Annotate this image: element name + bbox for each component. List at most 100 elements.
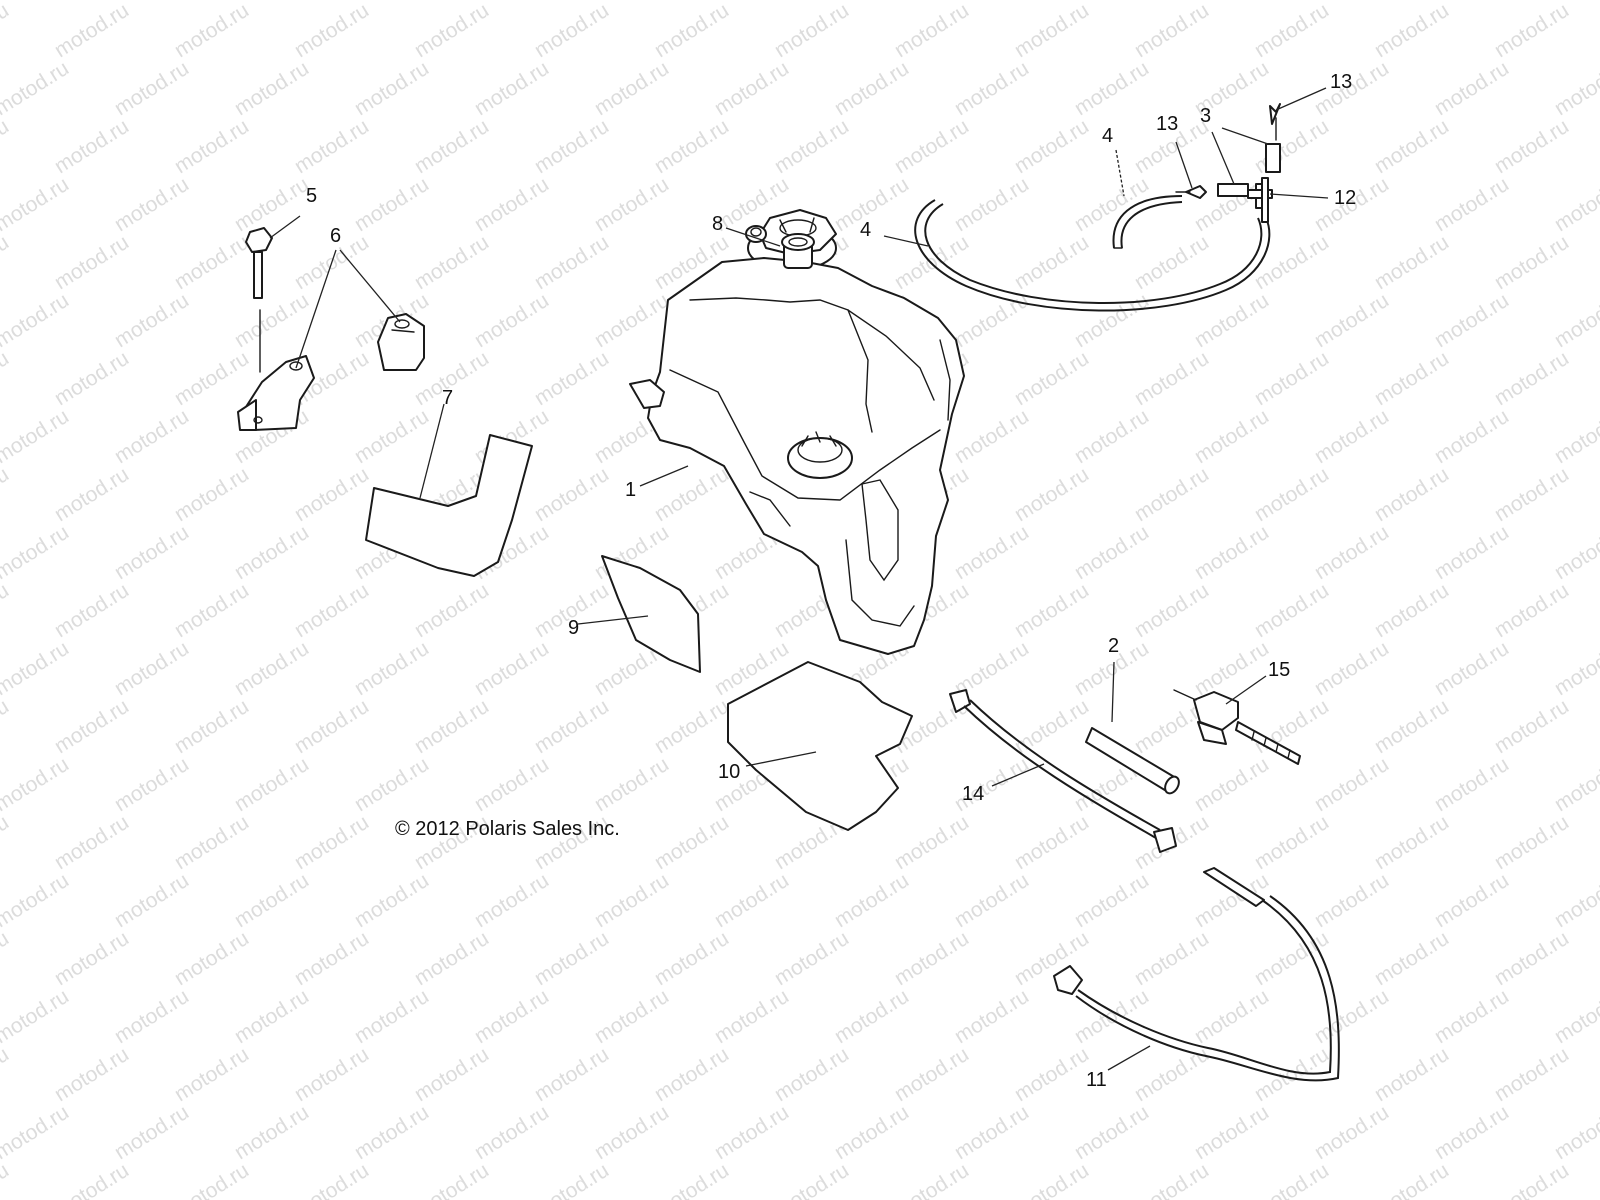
watermark-text: motod.ru	[230, 869, 312, 932]
watermark-text: motod.ru	[350, 985, 432, 1048]
watermark-text: motod.ru	[170, 463, 252, 526]
part-7-pad[interactable]	[365, 434, 533, 577]
watermark-text: motod.ru	[590, 1101, 672, 1164]
watermark-text: motod.ru	[650, 463, 732, 526]
watermark-text: motod.ru	[230, 1101, 312, 1164]
callout-7: 7	[442, 387, 453, 409]
watermark-text: motod.ru	[0, 521, 73, 584]
watermark-text: motod.ru	[710, 869, 792, 932]
watermark-text: motod.ru	[1070, 289, 1152, 352]
watermark-text: motod.ru	[410, 231, 492, 294]
watermark-text: motod.ru	[1490, 1043, 1572, 1106]
watermark-text: motod.ru	[1550, 869, 1600, 932]
watermark-text: motod.ru	[530, 231, 612, 294]
leader-lines	[269, 87, 1329, 1071]
watermark-text: motod.ru	[1250, 115, 1332, 178]
watermark-text: motod.ru	[170, 927, 252, 990]
watermark-text: motod.ru	[0, 57, 73, 120]
watermark-text: motod.ru	[0, 173, 73, 236]
watermark-text: motod.ru	[530, 0, 612, 62]
watermark-text: motod.ru	[650, 695, 732, 758]
part-14-fuel-line[interactable]	[949, 689, 1177, 853]
watermark-text: motod.ru	[290, 579, 372, 642]
watermark-text: motod.ru	[1490, 463, 1572, 526]
watermark-text: motod.ru	[1010, 811, 1092, 874]
callout-9: 9	[568, 617, 579, 639]
watermark-text: motod.ru	[170, 231, 252, 294]
watermark-text: motod.ru	[1550, 173, 1600, 236]
watermark-text: motod.ru	[1070, 869, 1152, 932]
watermark-text: motod.ru	[530, 463, 612, 526]
watermark-text: motod.ru	[530, 347, 612, 410]
watermark-text: motod.ru	[1130, 1159, 1212, 1200]
watermark-text: motod.ru	[290, 1043, 372, 1106]
watermark-text: motod.ru	[830, 173, 912, 236]
watermark-text: motod.ru	[1370, 231, 1452, 294]
watermark-text: motod.ru	[350, 57, 432, 120]
part-6-bracket-right[interactable]	[377, 313, 425, 371]
watermark-text: motod.ru	[1370, 811, 1452, 874]
watermark-text: motod.ru	[170, 347, 252, 410]
part-5-bolt[interactable]	[245, 227, 273, 373]
watermark-text: motod.ru	[0, 347, 13, 410]
watermark-text: motod.ru	[890, 115, 972, 178]
watermark-text: motod.ru	[0, 115, 13, 178]
watermark-text: motod.ru	[950, 289, 1032, 352]
callout-4-long: 4	[860, 219, 871, 241]
watermark-text: motod.ru	[0, 463, 13, 526]
part-6-bracket-left[interactable]	[237, 355, 315, 431]
watermark-text: motod.ru	[470, 289, 552, 352]
watermark-text: motod.ru	[1490, 695, 1572, 758]
watermark-text: motod.ru	[530, 115, 612, 178]
watermark-text: motod.ru	[170, 115, 252, 178]
watermark-text: motod.ru	[1370, 0, 1452, 62]
watermark-text: motod.ru	[0, 1043, 13, 1106]
callout-11: 11	[1086, 1069, 1107, 1091]
part-15-clamp[interactable]	[1173, 689, 1301, 765]
watermark-text: motod.ru	[1370, 579, 1452, 642]
watermark-text: motod.ru	[410, 579, 492, 642]
part-9-label[interactable]	[601, 555, 701, 673]
watermark-text: motod.ru	[530, 1043, 612, 1106]
watermark-text: motod.ru	[590, 869, 672, 932]
part-12-tee-fitting[interactable]	[1247, 177, 1273, 223]
part-10-pad[interactable]	[727, 661, 913, 831]
watermark-text: motod.ru	[1310, 753, 1392, 816]
watermark-text: motod.ru	[1010, 1159, 1092, 1200]
watermark-text: motod.ru	[290, 695, 372, 758]
watermark-text: motod.ru	[50, 463, 132, 526]
watermark-text: motod.ru	[230, 753, 312, 816]
watermark-text: motod.ru	[890, 927, 972, 990]
watermark-text: motod.ru	[470, 985, 552, 1048]
part-1-fuel-tank[interactable]	[629, 225, 965, 655]
part-4-vent-hose-short[interactable]	[1112, 195, 1183, 249]
watermark-text: motod.ru	[1010, 347, 1092, 410]
watermark-text: motod.ru	[470, 1101, 552, 1164]
watermark-text: motod.ru	[1310, 405, 1392, 468]
watermark-text: motod.ru	[350, 637, 432, 700]
watermark-text: motod.ru	[50, 695, 132, 758]
watermark-text: motod.ru	[110, 753, 192, 816]
watermark-text: motod.ru	[230, 289, 312, 352]
part-2-sleeve[interactable]	[1085, 727, 1182, 796]
part-4-vent-hose-long[interactable]	[914, 199, 1271, 312]
watermark-text: motod.ru	[770, 1043, 852, 1106]
watermark-text: motod.ru	[650, 1159, 732, 1200]
part-11-harness[interactable]	[1053, 867, 1340, 1082]
watermark-text: motod.ru	[0, 405, 73, 468]
part-3-hose-sleeves[interactable]	[1217, 143, 1281, 197]
watermark-text: motod.ru	[1010, 463, 1092, 526]
watermark-text: motod.ru	[1190, 1101, 1272, 1164]
callout-12: 12	[1334, 187, 1356, 209]
watermark-text: motod.ru	[1430, 521, 1512, 584]
watermark-text: motod.ru	[1010, 695, 1092, 758]
watermark-text: motod.ru	[650, 0, 732, 62]
watermark-text: motod.ru	[1370, 115, 1452, 178]
watermark-text: motod.ru	[1250, 1159, 1332, 1200]
watermark-text: motod.ru	[1550, 985, 1600, 1048]
watermark-text: motod.ru	[50, 1043, 132, 1106]
watermark-text: motod.ru	[0, 579, 13, 642]
watermark-text: motod.ru	[290, 463, 372, 526]
